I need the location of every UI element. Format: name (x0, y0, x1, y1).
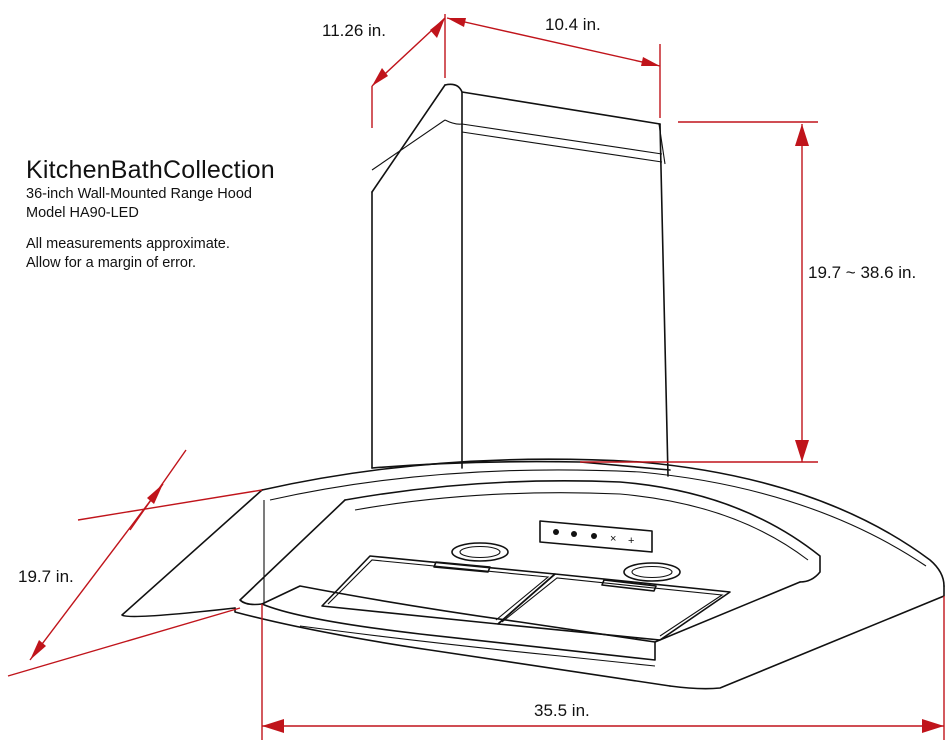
chimney-depth-label: 11.26 in. (322, 21, 386, 40)
hood-canopy (121, 458, 945, 690)
measurement-note: All measurements approximate. (26, 236, 230, 252)
chimney (371, 83, 671, 477)
hood-depth-label: 19.7 in. (18, 567, 74, 586)
hood-body: × + (239, 480, 821, 667)
model-number: Model HA90-LED (26, 205, 139, 221)
chimney-width-label: 10.4 in. (545, 15, 601, 34)
hood-width-label: 35.5 in. (534, 701, 590, 720)
margin-note: Allow for a margin of error. (26, 255, 197, 271)
brand-name: KitchenBathCollection (26, 156, 275, 184)
svg-text:×: × (610, 533, 616, 545)
chimney-height-label: 19.7 ~ 38.6 in. (808, 263, 916, 282)
product-title: 36-inch Wall-Mounted Range Hood (26, 186, 252, 202)
svg-text:+: + (628, 535, 634, 547)
dimension-lines (7, 14, 945, 740)
